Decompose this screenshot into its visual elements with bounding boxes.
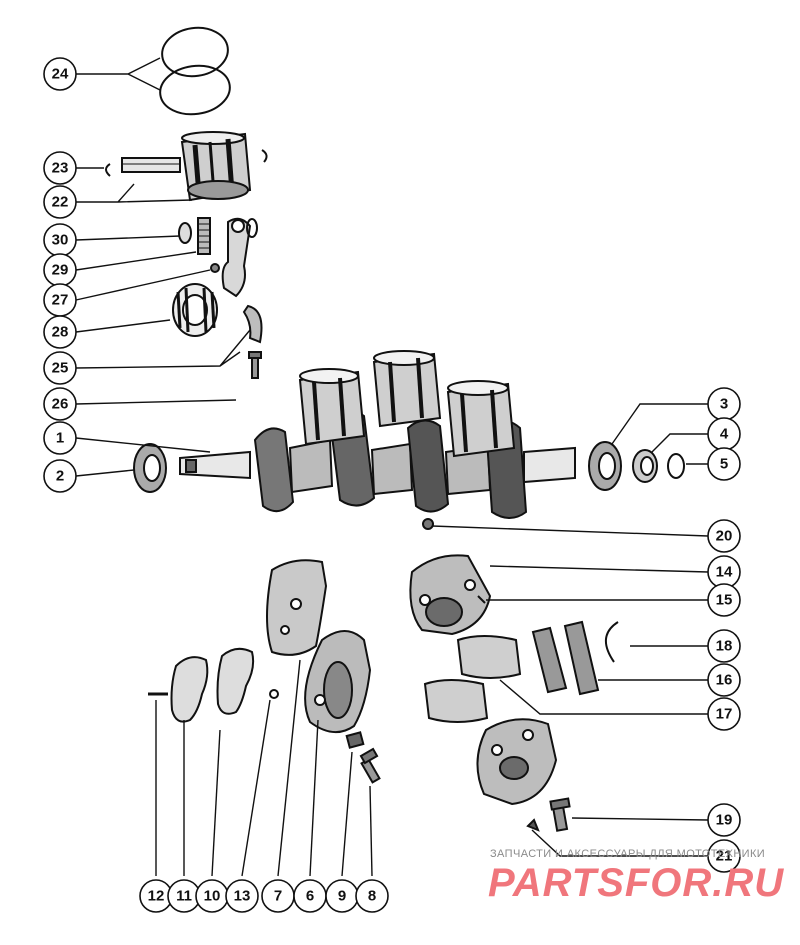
callout-30: 30	[52, 232, 69, 249]
piston	[180, 131, 252, 202]
piston-pin	[121, 157, 181, 173]
callout-27: 27	[52, 292, 69, 309]
callout-13: 13	[234, 888, 251, 905]
callout-5: 5	[720, 456, 728, 473]
race-screw	[549, 797, 571, 832]
callout-26: 26	[52, 396, 69, 413]
bearing-retaining-ring	[605, 621, 619, 663]
watermark-tagline: ЗАПЧАСТИ И АКСЕССУАРЫ ДЛЯ МОТОТЕХНИКИ	[490, 848, 765, 860]
callout-17: 17	[716, 706, 733, 723]
callout-15: 15	[716, 592, 733, 609]
callout-2: 2	[56, 468, 64, 485]
center-main-bearing-race-lower	[476, 718, 558, 806]
oil-seal	[632, 449, 658, 483]
callout-7: 7	[274, 888, 282, 905]
callout-14: 14	[716, 564, 733, 581]
callout-29: 29	[52, 262, 69, 279]
callout-3: 3	[720, 396, 728, 413]
callout-8: 8	[368, 888, 376, 905]
watermark-logo: PARTSFOR.RU	[488, 861, 784, 905]
callout-16: 16	[716, 672, 733, 689]
reed-block	[266, 559, 328, 656]
reed-plate	[304, 630, 372, 733]
callout-28: 28	[52, 324, 69, 341]
bearing-liner	[423, 635, 522, 723]
callout-25: 25	[52, 360, 69, 377]
center-main-ball	[422, 518, 434, 530]
center-main-bearing-race-upper	[409, 554, 492, 636]
reed-block-screw	[359, 747, 381, 784]
reed-stop	[345, 731, 365, 749]
parts-illustration	[105, 26, 685, 832]
crankshaft-assembly	[179, 350, 576, 519]
callout-11: 11	[176, 888, 192, 905]
upper-main-bearing	[588, 441, 622, 491]
watermark: ЗАПЧАСТИ И АКСЕССУАРЫ ДЛЯ МОТОТЕХНИКИ PA…	[488, 848, 784, 905]
piston-rings	[159, 26, 231, 116]
retaining-ring	[667, 453, 685, 479]
callout-18: 18	[716, 638, 733, 655]
race-dowel	[526, 818, 540, 832]
callout-23: 23	[52, 160, 69, 177]
callout-10: 10	[204, 888, 221, 905]
roller-bearing-cage	[172, 283, 218, 337]
reed-washer	[269, 689, 279, 699]
callout-20: 20	[716, 528, 733, 545]
callout-1: 1	[56, 430, 64, 447]
callout-21: 21	[716, 848, 733, 865]
callout-numbers: 24 23 22 30 29 27 28 25 26 1 2 3 4 5 20 …	[52, 66, 733, 905]
locating-ball	[210, 263, 220, 273]
callout-12: 12	[148, 888, 165, 905]
callout-22: 22	[52, 194, 69, 211]
dowel-pin	[477, 595, 486, 604]
callout-6: 6	[306, 888, 314, 905]
piston-pin-clip	[105, 163, 111, 177]
piston-pin-clip-right	[261, 149, 268, 163]
rod-cap-screw	[248, 351, 262, 379]
rod-cap	[242, 304, 263, 344]
needle-bearing-sets	[531, 620, 600, 696]
callout-24: 24	[52, 66, 69, 83]
callout-bubbles	[43, 57, 741, 913]
leader-lines	[75, 57, 709, 877]
callout-19: 19	[716, 812, 733, 829]
callout-9: 9	[338, 888, 346, 905]
callout-4: 4	[720, 426, 729, 443]
connecting-rod	[221, 217, 258, 298]
lower-main-bearing	[133, 443, 167, 493]
reed-petals	[170, 647, 255, 723]
thrust-washer	[178, 222, 192, 244]
